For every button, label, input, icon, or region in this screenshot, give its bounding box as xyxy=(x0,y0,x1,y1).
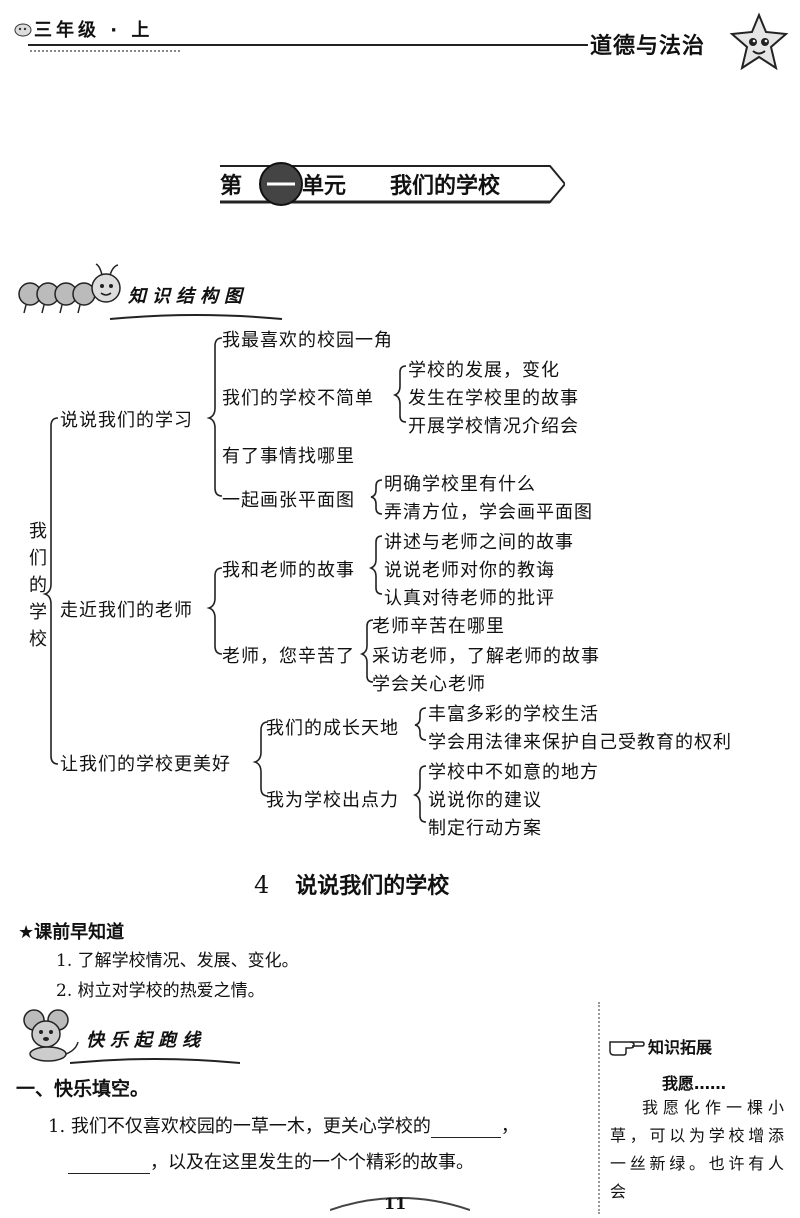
side-text: 我愿化作一棵小草，可以为学校增添一丝新绿。也许有人会 xyxy=(610,1098,786,1201)
banner-underline xyxy=(109,306,283,320)
answer-blank-2[interactable] xyxy=(68,1155,150,1174)
mindmap-leaf: 学校的发展，变化 xyxy=(408,360,560,381)
side-heading: 知识拓展 xyxy=(648,1038,713,1057)
header-rule xyxy=(28,44,588,46)
unit-suffix: 单元 xyxy=(302,174,347,199)
header-subject: 道德与法治 xyxy=(590,34,706,59)
mindmap-leaf: 讲述与老师之间的故事 xyxy=(384,532,574,553)
mindmap-leaf: 说说你的建议 xyxy=(428,790,542,811)
mindmap-node: 一起画张平面图 xyxy=(222,490,355,511)
caterpillar-icon xyxy=(14,260,124,320)
question-line-1: 1. 我们不仅喜欢校园的一草一木，更关心学校的 ， xyxy=(48,1112,519,1138)
mindmap-node: 有了事情找哪里 xyxy=(222,446,355,467)
mindmap-root: 我们的学校 xyxy=(29,521,47,650)
preview-item: 1. 了解学校情况、发展、变化。 xyxy=(56,951,299,971)
header-grade: 三年级 · 上 xyxy=(34,20,154,41)
mindmap-node: 我和老师的故事 xyxy=(222,560,355,581)
mindmap-leaf: 老师辛苦在哪里 xyxy=(372,616,505,637)
side-divider xyxy=(598,1002,600,1214)
preview-item: 2. 树立对学校的热爱之情。 xyxy=(56,981,265,1001)
mindmap-leaf: 学校中不如意的地方 xyxy=(428,762,599,783)
banner-underline xyxy=(69,1050,241,1064)
mindmap-leaf: 采访老师，了解老师的故事 xyxy=(372,646,600,667)
mindmap-leaf: 丰富多彩的学校生活 xyxy=(428,704,599,725)
mindmap-leaf: 弄清方位，学会画平面图 xyxy=(384,502,593,523)
preview-heading: ★课前早知道 xyxy=(18,922,125,943)
lesson-title: 4 说说我们的学校 xyxy=(254,868,449,900)
pointing-hand-icon xyxy=(608,1034,646,1056)
mindmap-leaf: 学会用法律来保护自己受教育的权利 xyxy=(428,732,732,753)
side-subtitle: 我愿…… xyxy=(662,1074,727,1093)
lesson-number: 4 xyxy=(254,871,270,899)
mindmap-leaf: 发生在学校里的故事 xyxy=(408,388,579,409)
mindmap-leaf: 认真对待老师的批评 xyxy=(384,588,555,609)
mindmap-node: 我们的成长天地 xyxy=(266,718,399,739)
unit-title: 我们的学校 xyxy=(390,174,501,199)
mindmap-node: 我最喜欢的校园一角 xyxy=(222,330,393,351)
unit-title-bar: 第 单元 我们的学校 xyxy=(220,160,565,208)
mindmap-leaf: 学会关心老师 xyxy=(372,674,486,695)
lesson-title-text: 说说我们的学校 xyxy=(295,874,450,899)
mouse-icon xyxy=(14,1006,84,1062)
mindmap-leaf: 说说老师对你的教诲 xyxy=(384,560,555,581)
practice-banner-title: 快乐起跑线 xyxy=(86,1030,206,1051)
structure-banner-title: 知识结构图 xyxy=(128,286,248,307)
mindmap-leaf: 明确学校里有什么 xyxy=(384,474,536,495)
answer-blank-1[interactable] xyxy=(430,1119,501,1138)
question-punct: ， xyxy=(500,1116,519,1137)
header-dotted-rule xyxy=(30,50,180,52)
question-text: ，以及在这里发生的一个个精彩的故事。 xyxy=(150,1152,474,1173)
page-number-ornament xyxy=(329,1190,471,1214)
question-heading: 一、快乐填空。 xyxy=(16,1078,150,1100)
mindmap-leaf: 开展学校情况介绍会 xyxy=(408,416,579,437)
mindmap-node: 我们的学校不简单 xyxy=(222,388,374,409)
mindmap-branch-1: 说说我们的学习 xyxy=(60,410,193,431)
question-line-2: ，以及在这里发生的一个个精彩的故事。 xyxy=(68,1148,474,1174)
star-mascot-icon xyxy=(728,12,790,74)
mindmap-node: 我为学校出点力 xyxy=(266,790,399,811)
unit-prefix: 第 xyxy=(220,174,243,199)
mindmap-branch-2: 走近我们的老师 xyxy=(60,600,193,621)
mindmap-branch-3: 让我们的学校更美好 xyxy=(60,754,231,775)
mindmap-node: 老师，您辛苦了 xyxy=(222,646,355,667)
page-number: 11 xyxy=(384,1194,407,1213)
mindmap-leaf: 制定行动方案 xyxy=(428,818,542,839)
header-decoration xyxy=(14,22,32,37)
question-text: 1. 我们不仅喜欢校园的一草一木，更关心学校的 xyxy=(48,1116,431,1137)
mindmap-brackets xyxy=(42,337,427,823)
